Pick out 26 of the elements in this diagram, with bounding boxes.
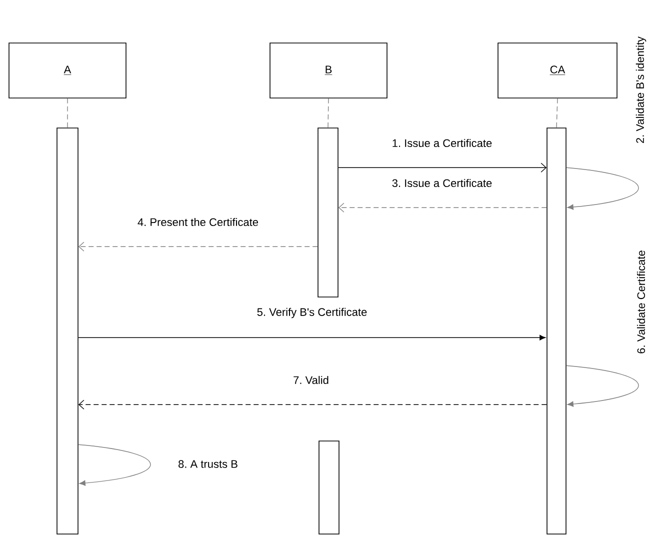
self-message-arrow <box>566 365 639 407</box>
lifeline <box>556 98 558 128</box>
lifeline-head-box: A <box>8 42 126 98</box>
edge-label: 8. A trusts B <box>178 460 238 468</box>
activation-bar <box>318 440 340 534</box>
activation-bar <box>546 128 566 534</box>
message-arrow <box>338 162 547 172</box>
edge-label: 3. Issue a Certificate <box>392 178 492 188</box>
self-message-arrow <box>566 167 639 210</box>
self-message-arrow <box>78 444 151 486</box>
edge-label: 4. Present the Certificate <box>138 218 258 226</box>
lifeline-head-box: CA <box>498 42 618 98</box>
activation-bar <box>318 128 338 298</box>
edge-label: 1. Issue a Certificate <box>392 138 492 148</box>
edge-label: 5. Verify B's Certificate <box>257 308 367 318</box>
edge-label: 6. Validate Certificate <box>636 250 646 354</box>
lifeline <box>328 98 329 128</box>
edge-label: 7. Valid <box>294 376 328 384</box>
message-arrow <box>78 334 546 340</box>
lifeline <box>67 98 68 128</box>
edge-label: 2. Validate B's identity <box>636 36 646 143</box>
message-arrow <box>338 202 547 212</box>
lifeline-head-box: B <box>270 42 388 98</box>
activation-bar <box>56 128 78 534</box>
message-arrow <box>78 242 318 252</box>
message-arrow <box>78 400 547 410</box>
